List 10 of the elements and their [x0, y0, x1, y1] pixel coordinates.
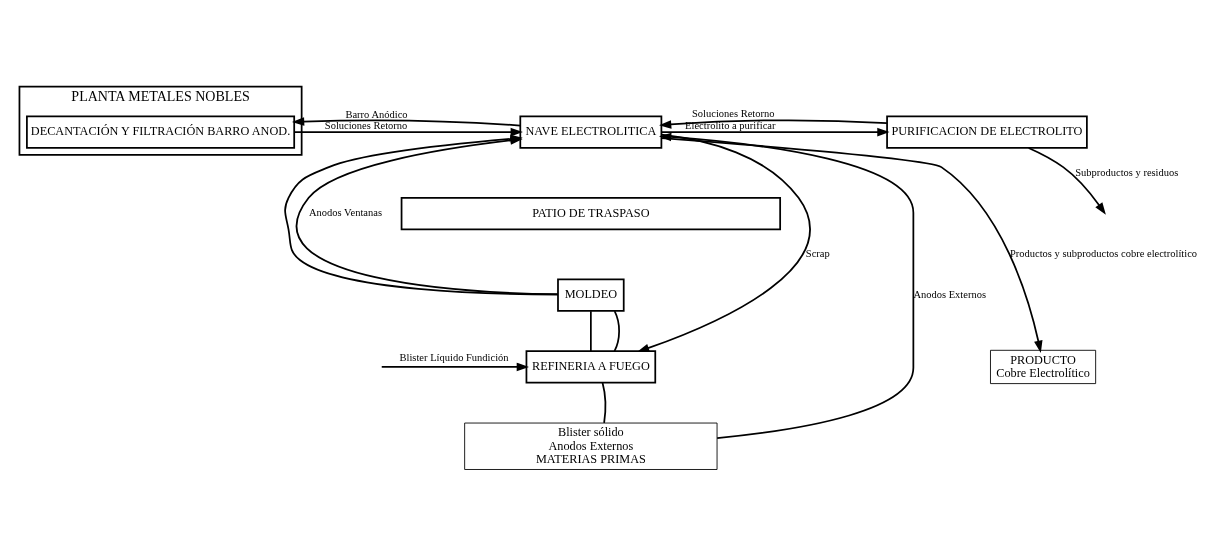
- edge-label: Barro Anódico: [345, 108, 408, 120]
- edge-label: Anodos Ventanas: [308, 206, 382, 218]
- edge-label: Productos y subproductos cobre electrolítico: [1009, 247, 1198, 259]
- edge-label: Soluciones Retorno: [324, 119, 408, 131]
- edge-label: Electrolito a purificar: [685, 119, 776, 131]
- edge-label: Scrap: [805, 247, 830, 259]
- edge-label: Soluciones Retorno: [691, 107, 775, 119]
- edge-label: Subproductos y residuos: [1075, 166, 1179, 178]
- edge-label: Blister Líquido Fundición: [399, 351, 509, 363]
- edge-label: Anodos Externos: [913, 288, 987, 300]
